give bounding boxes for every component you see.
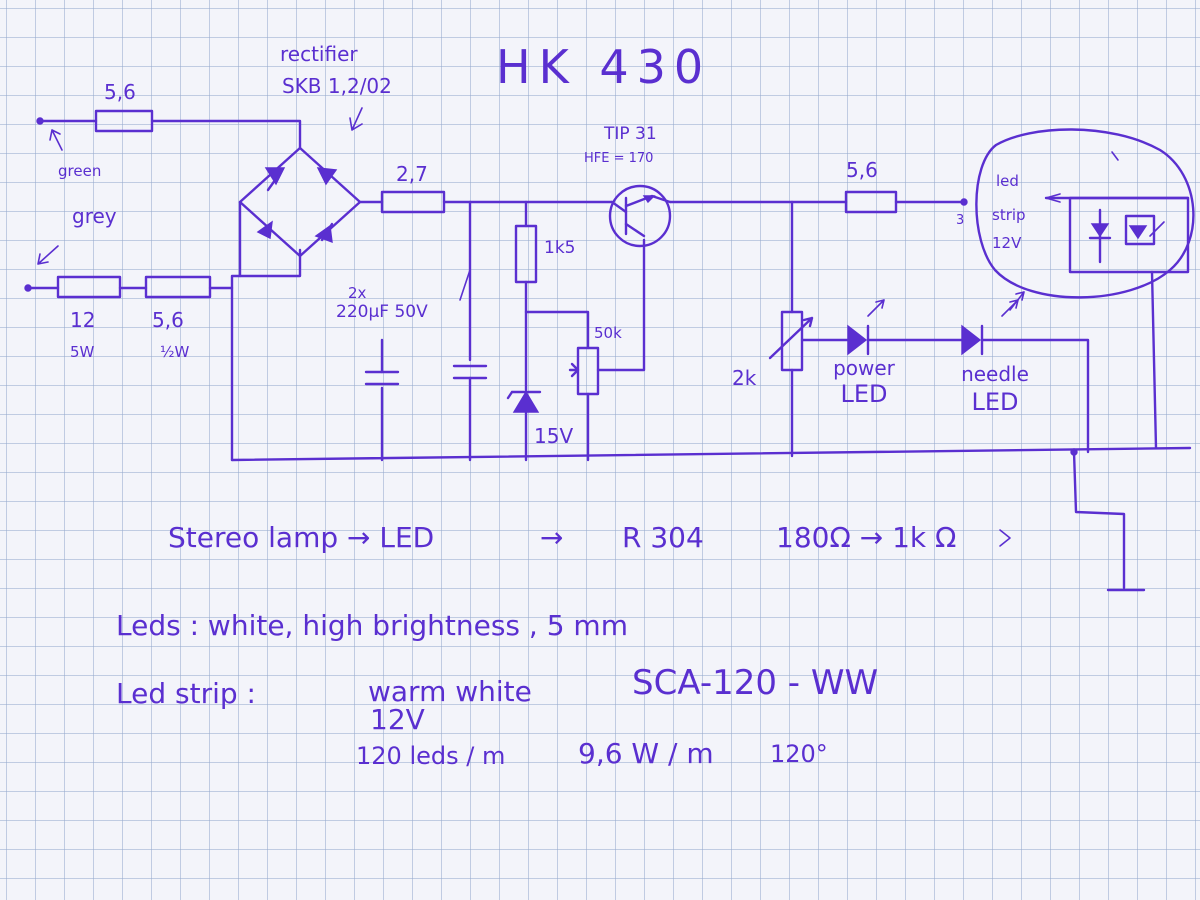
green-input-branch xyxy=(38,109,302,150)
note-strip-spec-1: 120 leds / m xyxy=(356,742,506,770)
bridge-rectifier xyxy=(238,107,363,278)
transistor-tip31 xyxy=(608,184,672,248)
input-terminals xyxy=(24,117,63,292)
label-r-grey2-power: ½W xyxy=(160,343,190,361)
label-zener: 15V xyxy=(534,424,574,448)
label-led-strip-2: strip xyxy=(992,206,1026,224)
note-arrows xyxy=(999,529,1011,547)
label-rectifier: rectifier xyxy=(280,42,358,66)
label-terminal-3: 3 xyxy=(956,213,965,228)
label-r-grey2: 5,6 xyxy=(152,308,184,332)
label-r-1k5: 1k5 xyxy=(544,238,576,258)
label-r-after-rect: 2,7 xyxy=(396,162,428,186)
label-r-grey1-power: 5W xyxy=(70,343,95,361)
ground-rail xyxy=(230,446,1192,592)
note-resistor-change: 180Ω → 1k Ω xyxy=(776,521,957,554)
note-strip-label: Led strip : xyxy=(116,677,256,710)
label-r-green: 5,6 xyxy=(104,80,136,104)
note-strip-color: warm white xyxy=(368,675,532,708)
label-transistor: TIP 31 xyxy=(604,124,657,144)
label-led-strip-1: led xyxy=(996,172,1019,190)
note-strip-spec-3: 120° xyxy=(770,740,828,768)
led-strip-callout xyxy=(975,128,1195,450)
label-caps-value: 220μF 50V xyxy=(336,302,428,322)
label-caps-count: 2x xyxy=(348,284,367,302)
diagram-title: HK 430 xyxy=(496,40,712,94)
label-led-strip-3: 12V xyxy=(992,234,1022,252)
note-strip-spec-2: 9,6 W / m xyxy=(578,737,714,770)
note-leds: Leds : white, high brightness , 5 mm xyxy=(116,609,628,642)
main-rail xyxy=(358,190,614,214)
note-stereo-lamp: Stereo lamp → LED xyxy=(168,521,435,554)
label-power-led-1: power xyxy=(833,356,895,380)
bias-network xyxy=(506,200,646,462)
note-strip-model: SCA-120 - WW xyxy=(632,663,879,703)
label-needle-led-2: LED xyxy=(971,388,1019,416)
note-stereo-arrow: → xyxy=(540,521,564,554)
label-hfe: HFE = 170 xyxy=(584,151,654,166)
label-rectifier-part: SKB 1,2/02 xyxy=(282,74,392,98)
grey-input-branch xyxy=(26,248,302,462)
output-rail xyxy=(668,190,968,214)
label-power-led-2: LED xyxy=(840,380,888,408)
filter-capacitors xyxy=(364,200,488,462)
indicator-leds xyxy=(768,200,1090,458)
label-pot: 50k xyxy=(594,324,622,342)
note-strip-voltage: 12V xyxy=(370,703,425,736)
label-green-wire: green xyxy=(58,162,102,180)
label-r-out: 5,6 xyxy=(846,158,878,182)
label-trimmer: 2k xyxy=(732,366,757,390)
label-grey-wire: grey xyxy=(72,204,117,228)
label-needle-led-1: needle xyxy=(961,362,1029,386)
note-r304: R 304 xyxy=(622,521,704,554)
label-r-grey1: 12 xyxy=(70,308,96,332)
